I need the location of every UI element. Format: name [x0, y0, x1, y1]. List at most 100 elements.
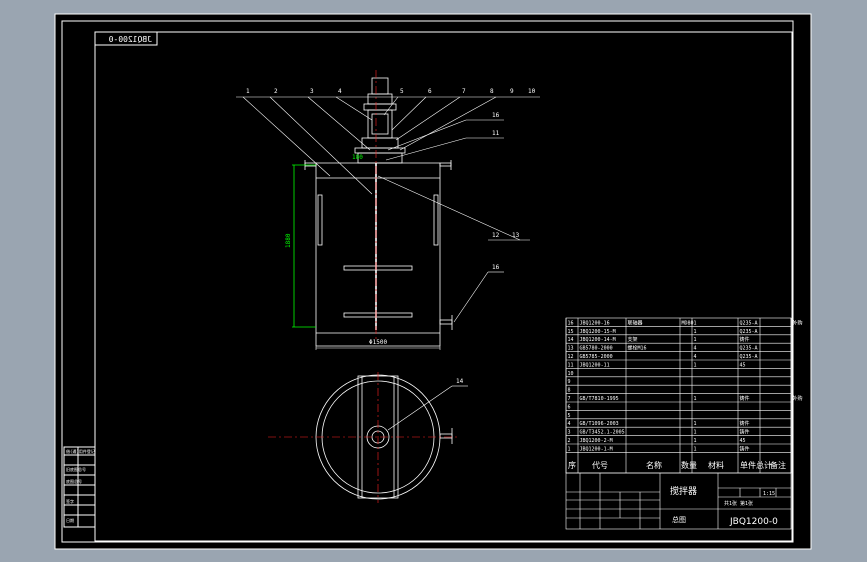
- svg-text:3: 3: [310, 88, 314, 95]
- bom-cell: 1: [694, 438, 697, 444]
- drawing-sheet: [54, 13, 812, 550]
- svg-text:7: 7: [462, 88, 466, 95]
- svg-text:1: 1: [246, 88, 250, 95]
- bom-cell: 1: [694, 430, 697, 436]
- bom-cell: 外购: [793, 395, 803, 402]
- bom-cell: Q235-A: [740, 346, 758, 352]
- bom-cell: 14: [568, 337, 574, 343]
- bom-cell: JBQ1200-14-M: [580, 337, 616, 343]
- bom-cell: Q235-A: [740, 354, 758, 360]
- bom-cell: 螺栓M16: [628, 345, 647, 352]
- front-view: [304, 77, 453, 347]
- bom-header-cell: 序: [568, 460, 576, 470]
- bom-cell: 铸件: [740, 429, 750, 436]
- drawing-title: 搅拌器: [670, 485, 697, 497]
- bom-cell: 支架: [628, 336, 638, 343]
- bom-cell: 铸件: [740, 420, 750, 427]
- sheet-text: 共1张 第1张: [724, 500, 753, 507]
- bom-cell: 1: [694, 421, 697, 427]
- bom-cell: 7: [568, 396, 571, 402]
- bom-cell: Q235-A: [740, 320, 758, 326]
- bom-cell: 1: [694, 446, 697, 452]
- bom-header-cell: 单件总计: [740, 460, 772, 470]
- bom-cell: 4: [568, 421, 571, 427]
- diameter-dimension: [315, 346, 441, 350]
- bom-cell: JBQ1200-15-M: [580, 329, 616, 335]
- bom-cell: JBQ1200-11: [580, 362, 610, 368]
- bom-cell: 9: [568, 379, 571, 385]
- bom-cell: 10: [568, 371, 574, 377]
- drawing-number: JBQ1200-0: [729, 517, 778, 527]
- bom-header-cell: 数量: [681, 460, 697, 470]
- bom-cell: 8: [568, 388, 571, 394]
- svg-text:6: 6: [428, 88, 432, 95]
- svg-text:借(通)用件登记: 借(通)用件登记: [66, 448, 95, 454]
- bom-cell: GB/T1096-2003: [580, 421, 619, 427]
- bom-cell: 4: [694, 346, 697, 352]
- svg-text:14: 14: [456, 378, 464, 385]
- svg-text:2: 2: [274, 88, 278, 95]
- bom-cell: 外购: [793, 319, 803, 326]
- leader-lines: [236, 96, 540, 431]
- bom-cell: GB/T3452.1-2005: [580, 430, 625, 436]
- svg-text:4: 4: [338, 88, 342, 95]
- bom-cell: 5: [568, 413, 571, 419]
- bom-header-cell: 代号: [592, 460, 608, 470]
- svg-text:16: 16: [492, 264, 500, 271]
- bom-cell: 1: [694, 362, 697, 368]
- svg-text:5: 5: [400, 88, 404, 95]
- bom-cell: GB/T7810-1995: [580, 396, 619, 402]
- bom-cell: 45: [740, 362, 746, 368]
- svg-text:旧底图总号: 旧底图总号: [66, 466, 86, 472]
- height-dim-text: 1880: [285, 233, 292, 248]
- scale-text: 1:15: [763, 491, 775, 497]
- bom-cell: 3: [568, 430, 571, 436]
- outer-border: [61, 20, 794, 543]
- bom-cell: 6: [568, 404, 571, 410]
- bom-header-cell: 名称: [646, 460, 662, 470]
- bom-header-cell: 材料: [708, 460, 724, 470]
- bom-cell: GB5785-2000: [580, 354, 613, 360]
- title-block: [565, 472, 792, 530]
- bom-cell: 2: [568, 438, 571, 444]
- bom-cell: 铸件: [740, 445, 750, 452]
- svg-text:签字: 签字: [66, 498, 74, 504]
- bom-header-cell: 备注: [770, 460, 786, 470]
- bom-cell: 铸件: [740, 395, 750, 402]
- bom-cell: JBQ1200-1-M: [580, 446, 613, 452]
- bom-cell: 13: [568, 346, 574, 352]
- svg-text:13: 13: [512, 232, 520, 239]
- bom-cell: 1: [694, 329, 697, 335]
- inner-border: [94, 31, 793, 542]
- balloon-labels: 1 2 3 4 5 6 7 8 9 10 16 11 12 13 16 14: [246, 88, 536, 385]
- bom-cell: 11: [568, 362, 574, 368]
- mirrored-number: JBQ1200-0: [108, 35, 152, 44]
- bom-cell: 1: [694, 320, 697, 326]
- svg-text:10: 10: [528, 88, 536, 95]
- height-dimension: [292, 164, 316, 328]
- small-dim-text: 180: [352, 154, 363, 161]
- svg-text:9: 9: [510, 88, 514, 95]
- bom-cell: 4: [694, 354, 697, 360]
- bom-cell: Q235-A: [740, 329, 758, 335]
- bom-cell: 15: [568, 329, 574, 335]
- bom-cell: GB5780-2000: [580, 346, 613, 352]
- bom-cell: 联轴器: [628, 319, 643, 326]
- bom-cell: 45: [740, 438, 746, 444]
- svg-text:11: 11: [492, 130, 500, 137]
- svg-text:16: 16: [492, 112, 500, 119]
- svg-text:8: 8: [490, 88, 494, 95]
- bom-cell: JBQ1200-16: [580, 320, 610, 326]
- svg-text:底图总号: 底图总号: [66, 478, 82, 484]
- bom-cell: 16: [568, 320, 574, 326]
- drawing-subtitle: 总图: [672, 515, 686, 524]
- svg-text:日期: 日期: [66, 517, 74, 523]
- svg-text:12: 12: [492, 232, 500, 239]
- bom-cell: 1: [694, 337, 697, 343]
- bom-cell: JBQ1200-2-M: [580, 438, 613, 444]
- mirrored-number-box: [94, 31, 158, 46]
- bom-cell: 1: [694, 396, 697, 402]
